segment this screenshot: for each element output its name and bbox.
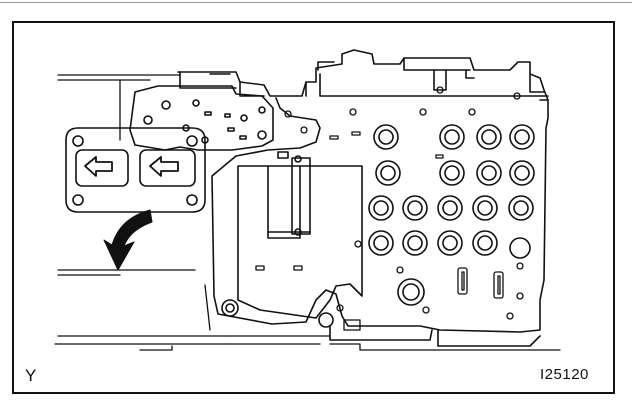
figure-id: I25120: [540, 366, 589, 383]
valve-body: [177, 49, 549, 333]
small-holes: [255, 86, 524, 331]
valve-bores: [221, 124, 535, 328]
view-label: Y: [25, 366, 37, 385]
top-rule: [0, 2, 632, 3]
inner-panel: [237, 151, 363, 319]
figure-frame: [12, 21, 615, 394]
bottom-bracket: [329, 325, 541, 347]
gasket: [65, 127, 206, 213]
left-arrow-icon: [84, 156, 179, 177]
removal-arrow: [103, 209, 153, 271]
housing-outline: [54, 74, 561, 351]
